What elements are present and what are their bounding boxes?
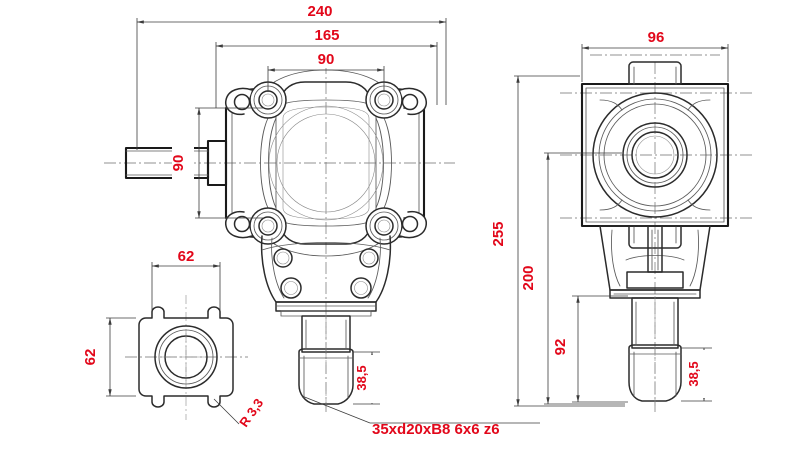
- flange-detail-dimensions: 62 62 R 3,3: [82, 246, 266, 430]
- output-shaft-front: [298, 314, 354, 410]
- side-view: [560, 54, 752, 412]
- annotation-spline-spec: 35xd20xB8 6x6 z6: [372, 421, 500, 438]
- dim-side-height-200: 200: [520, 265, 537, 290]
- dim-front-bolt-spacing: 90: [318, 51, 335, 68]
- dim-side-spline-length: 38,5: [686, 361, 701, 386]
- dim-side-overall-height: 255: [490, 221, 507, 246]
- bolt-boss-top-left: [225, 81, 287, 119]
- dim-front-spline-length: 38,5: [354, 365, 369, 390]
- dim-side-height-92: 92: [552, 339, 569, 356]
- dim-side-width: 96: [648, 29, 665, 46]
- bolt-boss-top-right: [365, 81, 427, 119]
- front-view-dimensions: 240 165 90 90 38,5: [136, 1, 540, 438]
- dim-front-overall-width: 240: [307, 3, 332, 20]
- dim-flange-height: 62: [82, 349, 99, 366]
- dim-front-shaft-height: 90: [170, 155, 187, 172]
- bolt-boss-bottom-right: [365, 207, 427, 245]
- bolt-boss-bottom-left: [225, 207, 287, 245]
- flange-detail-view: [125, 295, 248, 420]
- mounting-skirt: [260, 235, 392, 317]
- dim-flange-width: 62: [178, 248, 195, 265]
- front-view: [104, 62, 455, 412]
- dim-front-flange-width: 165: [314, 27, 339, 44]
- dim-flange-corner-radius: R 3,3: [236, 396, 266, 430]
- side-view-dimensions: 96 255 200 92 38,5: [490, 27, 729, 407]
